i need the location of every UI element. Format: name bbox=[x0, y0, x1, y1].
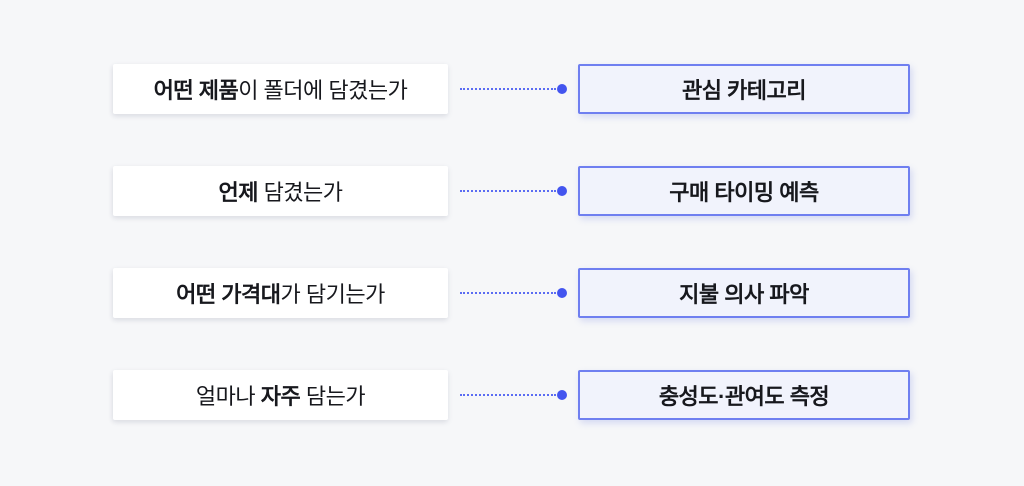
insight-label: 충성도·관여도 측정 bbox=[658, 384, 830, 409]
dotted-connector bbox=[448, 268, 578, 318]
dotted-connector bbox=[448, 64, 578, 114]
question-box: 얼마나 자주 담는가 bbox=[113, 370, 448, 420]
mapping-diagram: 어떤 제품이 폴더에 담겼는가 관심 카테고리 언제 담겼는가 구매 타이밍 예… bbox=[113, 64, 1024, 420]
connector-dot-icon bbox=[556, 390, 567, 400]
insight-label: 지불 의사 파악 bbox=[679, 282, 809, 307]
question-text: 언제 담겼는가 bbox=[218, 180, 343, 205]
dotted-line bbox=[459, 88, 556, 90]
question-text: 어떤 제품이 폴더에 담겼는가 bbox=[153, 78, 408, 103]
mapping-row: 어떤 가격대가 담기는가 지불 의사 파악 bbox=[113, 268, 1024, 318]
connector-dot-icon bbox=[556, 84, 567, 94]
insight-box: 지불 의사 파악 bbox=[578, 268, 910, 318]
question-box: 언제 담겼는가 bbox=[113, 166, 448, 216]
insight-label: 관심 카테고리 bbox=[681, 78, 807, 103]
connector-dot-icon bbox=[556, 288, 567, 298]
insight-box: 충성도·관여도 측정 bbox=[578, 370, 910, 420]
dotted-line bbox=[459, 394, 556, 396]
dotted-connector bbox=[448, 166, 578, 216]
question-text: 어떤 가격대가 담기는가 bbox=[176, 282, 385, 307]
insight-box: 구매 타이밍 예측 bbox=[578, 166, 910, 216]
insight-box: 관심 카테고리 bbox=[578, 64, 910, 114]
question-text: 얼마나 자주 담는가 bbox=[195, 384, 366, 409]
mapping-row: 어떤 제품이 폴더에 담겼는가 관심 카테고리 bbox=[113, 64, 1024, 114]
dotted-line bbox=[459, 190, 556, 192]
dotted-connector bbox=[448, 370, 578, 420]
dotted-line bbox=[459, 292, 556, 294]
question-box: 어떤 제품이 폴더에 담겼는가 bbox=[113, 64, 448, 114]
insight-label: 구매 타이밍 예측 bbox=[669, 180, 819, 205]
question-box: 어떤 가격대가 담기는가 bbox=[113, 268, 448, 318]
mapping-row: 언제 담겼는가 구매 타이밍 예측 bbox=[113, 166, 1024, 216]
connector-dot-icon bbox=[556, 186, 567, 196]
mapping-row: 얼마나 자주 담는가 충성도·관여도 측정 bbox=[113, 370, 1024, 420]
